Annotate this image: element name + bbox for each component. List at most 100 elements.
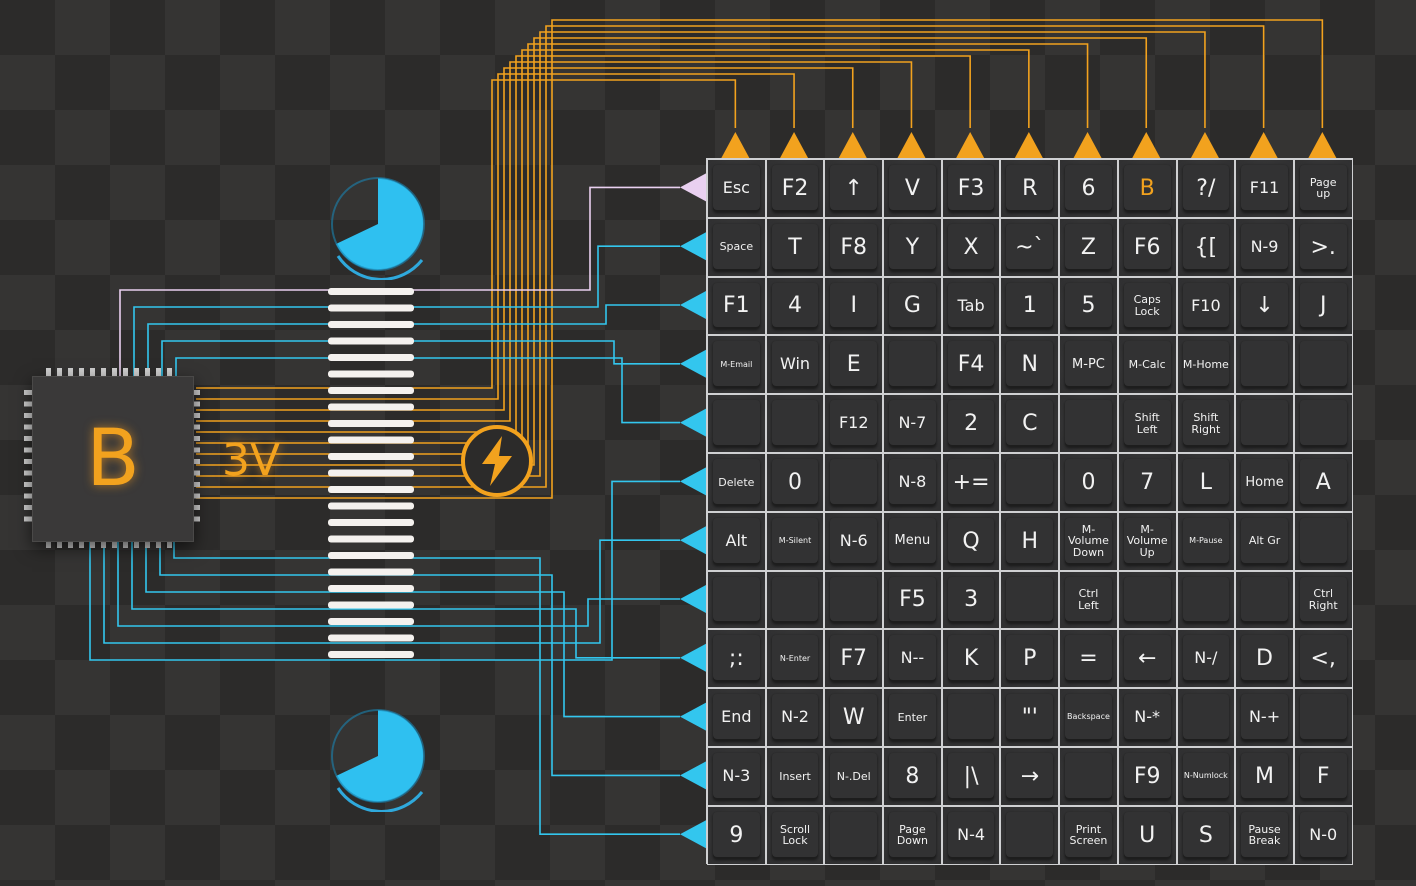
matrix-key[interactable]: Alt xyxy=(707,511,766,571)
matrix-key[interactable]: >. xyxy=(1293,217,1353,277)
matrix-key[interactable] xyxy=(883,335,942,395)
matrix-key[interactable]: ;: xyxy=(707,629,766,689)
matrix-key[interactable] xyxy=(824,570,884,630)
matrix-key[interactable]: B xyxy=(1117,159,1177,218)
matrix-key[interactable]: 6 xyxy=(1059,159,1118,218)
matrix-key[interactable]: E xyxy=(824,335,884,395)
matrix-key[interactable]: N-6 xyxy=(824,511,884,571)
matrix-key[interactable]: End xyxy=(707,688,766,747)
matrix-key[interactable] xyxy=(1000,805,1060,865)
matrix-key[interactable]: Ctrl Left xyxy=(1059,570,1118,630)
matrix-key[interactable]: Win xyxy=(765,335,825,395)
matrix-key[interactable]: W xyxy=(824,688,884,747)
matrix-key[interactable]: = xyxy=(1059,629,1118,689)
matrix-key[interactable]: M-Home xyxy=(1176,335,1236,395)
matrix-key[interactable] xyxy=(1293,394,1353,453)
matrix-key[interactable] xyxy=(1000,570,1060,630)
matrix-key[interactable] xyxy=(1059,394,1118,453)
matrix-key[interactable]: T xyxy=(765,217,825,277)
matrix-key[interactable]: N-Enter xyxy=(765,629,825,689)
dial-icon-bottom[interactable] xyxy=(322,700,434,812)
matrix-key[interactable]: Caps Lock xyxy=(1117,276,1177,336)
matrix-key[interactable]: N-3 xyxy=(707,746,766,806)
matrix-key[interactable]: Z xyxy=(1059,217,1118,277)
matrix-key[interactable]: → xyxy=(1000,746,1060,806)
matrix-key[interactable]: F12 xyxy=(824,394,884,453)
matrix-key[interactable] xyxy=(1293,511,1353,571)
matrix-key[interactable]: N-* xyxy=(1117,688,1177,747)
matrix-key[interactable]: 5 xyxy=(1059,276,1118,336)
matrix-key[interactable]: Page up xyxy=(1293,159,1353,218)
matrix-key[interactable]: J xyxy=(1293,276,1353,336)
matrix-key[interactable]: N-.Del xyxy=(824,746,884,806)
matrix-key[interactable]: Home xyxy=(1235,452,1294,512)
matrix-key[interactable] xyxy=(707,394,766,453)
matrix-key[interactable]: 4 xyxy=(765,276,825,336)
matrix-key[interactable] xyxy=(765,570,825,630)
matrix-key[interactable] xyxy=(707,570,766,630)
matrix-key[interactable]: Menu xyxy=(883,511,942,571)
matrix-key[interactable]: F11 xyxy=(1235,159,1294,218)
matrix-key[interactable]: Q xyxy=(941,511,1001,571)
matrix-key[interactable]: F10 xyxy=(1176,276,1236,336)
matrix-key[interactable]: C xyxy=(1000,394,1060,453)
matrix-key[interactable]: ~` xyxy=(1000,217,1060,277)
matrix-key[interactable]: Alt Gr xyxy=(1235,511,1294,571)
matrix-key[interactable]: F8 xyxy=(824,217,884,277)
matrix-key[interactable]: Delete xyxy=(707,452,766,512)
matrix-key[interactable]: R xyxy=(1000,159,1060,218)
matrix-key[interactable]: V xyxy=(883,159,942,218)
matrix-key[interactable]: M-Silent xyxy=(765,511,825,571)
matrix-key[interactable]: F4 xyxy=(941,335,1001,395)
matrix-key[interactable]: F1 xyxy=(707,276,766,336)
matrix-key[interactable]: N xyxy=(1000,335,1060,395)
matrix-key[interactable]: N-+ xyxy=(1235,688,1294,747)
matrix-key[interactable]: <, xyxy=(1293,629,1353,689)
matrix-key[interactable] xyxy=(1293,335,1353,395)
matrix-key[interactable]: F7 xyxy=(824,629,884,689)
matrix-key[interactable]: {[ xyxy=(1176,217,1236,277)
matrix-key[interactable]: 0 xyxy=(765,452,825,512)
matrix-key[interactable]: M-PC xyxy=(1059,335,1118,395)
matrix-key[interactable]: Insert xyxy=(765,746,825,806)
matrix-key[interactable]: N-0 xyxy=(1293,805,1353,865)
matrix-key[interactable]: F xyxy=(1293,746,1353,806)
matrix-key[interactable]: N-/ xyxy=(1176,629,1236,689)
matrix-key[interactable]: |\ xyxy=(941,746,1001,806)
matrix-key[interactable]: 1 xyxy=(1000,276,1060,336)
matrix-key[interactable]: K xyxy=(941,629,1001,689)
matrix-key[interactable]: Tab xyxy=(941,276,1001,336)
matrix-key[interactable] xyxy=(1176,570,1236,630)
matrix-key[interactable] xyxy=(1176,688,1236,747)
matrix-key[interactable]: M-Volume Down xyxy=(1059,511,1118,571)
matrix-key[interactable]: N-9 xyxy=(1235,217,1294,277)
matrix-key[interactable]: G xyxy=(883,276,942,336)
matrix-key[interactable]: "' xyxy=(1000,688,1060,747)
matrix-key[interactable] xyxy=(1000,452,1060,512)
matrix-key[interactable]: M xyxy=(1235,746,1294,806)
matrix-key[interactable]: P xyxy=(1000,629,1060,689)
matrix-key[interactable]: A xyxy=(1293,452,1353,512)
matrix-key[interactable]: F5 xyxy=(883,570,942,630)
matrix-key[interactable]: M-Email xyxy=(707,335,766,395)
matrix-key[interactable]: N-4 xyxy=(941,805,1001,865)
matrix-key[interactable]: Backspace xyxy=(1059,688,1118,747)
matrix-key[interactable]: F9 xyxy=(1117,746,1177,806)
matrix-key[interactable]: Enter xyxy=(883,688,942,747)
matrix-key[interactable]: Ctrl Right xyxy=(1293,570,1353,630)
matrix-key[interactable]: F3 xyxy=(941,159,1001,218)
matrix-key[interactable]: N-- xyxy=(883,629,942,689)
matrix-key[interactable]: N-2 xyxy=(765,688,825,747)
matrix-key[interactable] xyxy=(824,452,884,512)
matrix-key[interactable]: N-Numlock xyxy=(1176,746,1236,806)
matrix-key[interactable]: += xyxy=(941,452,1001,512)
matrix-key[interactable]: N-7 xyxy=(883,394,942,453)
matrix-key[interactable]: Scroll Lock xyxy=(765,805,825,865)
matrix-key[interactable]: M-Volume Up xyxy=(1117,511,1177,571)
matrix-key[interactable]: Shift Left xyxy=(1117,394,1177,453)
matrix-key[interactable]: Shift Right xyxy=(1176,394,1236,453)
matrix-key[interactable] xyxy=(941,688,1001,747)
matrix-key[interactable]: S xyxy=(1176,805,1236,865)
matrix-key[interactable] xyxy=(1235,394,1294,453)
matrix-key[interactable]: Esc xyxy=(707,159,766,218)
